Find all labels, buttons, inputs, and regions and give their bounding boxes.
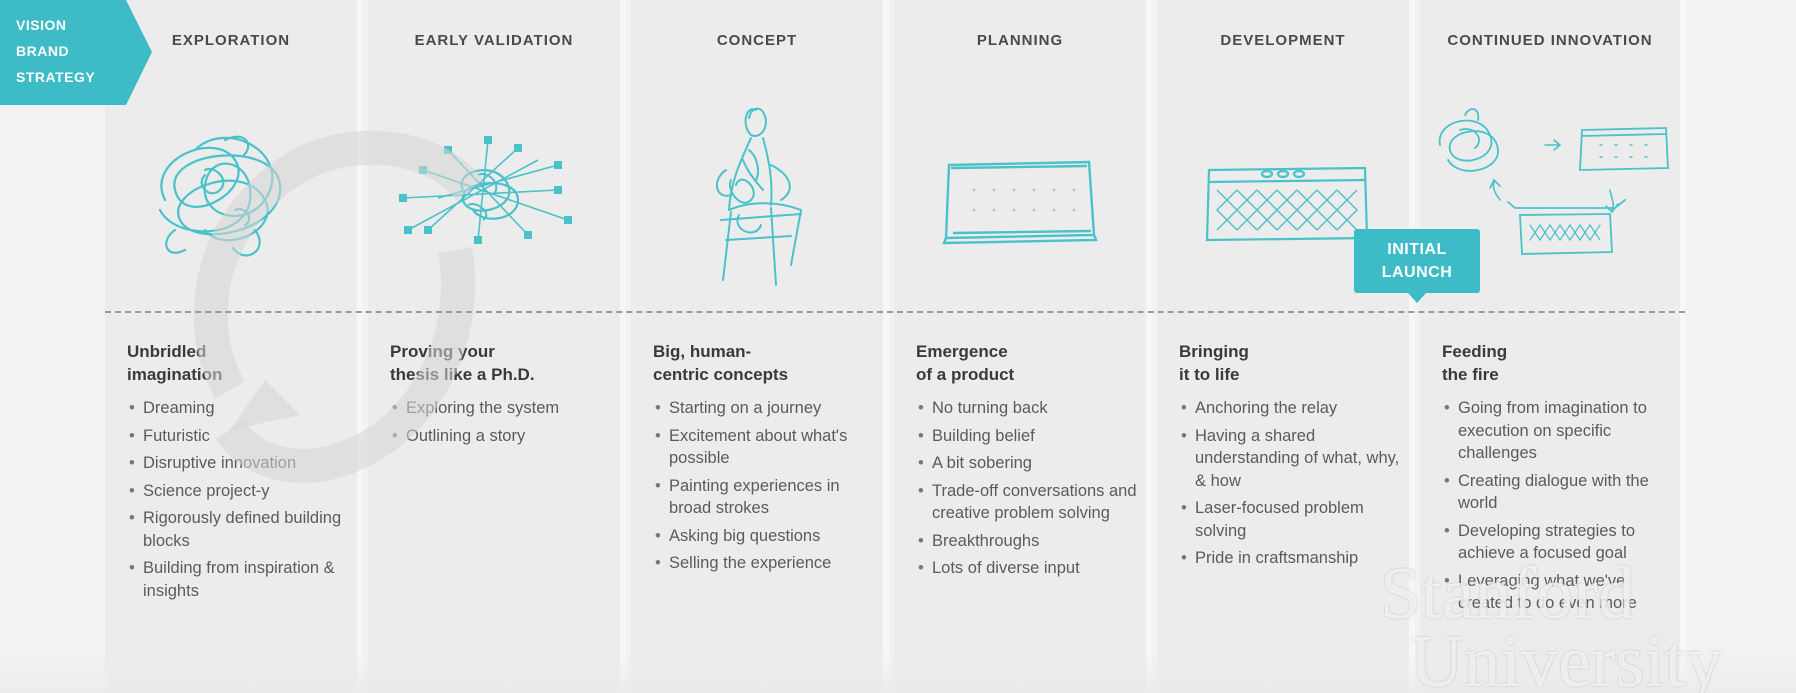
bullet-item: Anchoring the relay	[1179, 397, 1404, 420]
bullet-item: Science project-y	[127, 480, 352, 503]
banner-line: BRAND	[16, 43, 70, 59]
bullet-item: Trade-off conversations and creative pro…	[916, 480, 1141, 525]
phase-heading: Big, human- centric concepts	[653, 340, 873, 386]
launch-line: LAUNCH	[1381, 264, 1453, 281]
bullet-item: Excitement about what's possible	[653, 425, 878, 470]
phase-heading-line: of a product	[916, 365, 1015, 384]
bullet-item: A bit sobering	[916, 452, 1141, 475]
phase-heading-line: it to life	[1179, 365, 1240, 384]
bullet-item: Pride in craftsmanship	[1179, 547, 1404, 570]
bullet-item: Selling the experience	[653, 552, 878, 575]
phase-column-exploration: EXPLORATION Unbridled imagination Dreami…	[105, 0, 363, 693]
phase-title: EXPLORATION	[171, 32, 291, 49]
bullet-item: Asking big questions	[653, 525, 878, 548]
phase-heading-line: Bringing	[1179, 342, 1249, 361]
phase-bullets: Dreaming Futuristic Disruptive innovatio…	[127, 397, 352, 607]
bullet-item: Laser-focused problem solving	[1179, 497, 1404, 542]
phase-bullets: Anchoring the relay Having a shared unde…	[1179, 397, 1404, 575]
bullet-item: No turning back	[916, 397, 1141, 420]
phase-title: PLANNING	[976, 32, 1064, 49]
bullet-item: Leveraging what we've created to do even…	[1442, 570, 1667, 615]
banner-label: VISION BRAND STRATEGY	[16, 12, 95, 90]
phase-heading-line: centric concepts	[653, 365, 789, 384]
phase-heading: Unbridled imagination	[127, 340, 347, 386]
bullet-item: Having a shared understanding of what, w…	[1179, 425, 1404, 493]
phase-heading-line: the fire	[1442, 365, 1499, 384]
bullet-item: Creating dialogue with the world	[1442, 470, 1667, 515]
bullet-item: Painting experiences in broad strokes	[653, 475, 878, 520]
phase-heading-line: Feeding	[1442, 342, 1508, 361]
phase-bullets: Starting on a journey Excitement about w…	[653, 397, 878, 580]
bullet-item: Futuristic	[127, 425, 352, 448]
bottom-fade	[0, 653, 1796, 693]
bullet-item: Developing strategies to achieve a focus…	[1442, 520, 1667, 565]
phase-column-continued-innovation: CONTINUED INNOVATION Feeding the fire Go…	[1420, 0, 1686, 693]
phase-title: DEVELOPMENT	[1220, 32, 1346, 49]
banner-line: STRATEGY	[16, 69, 96, 85]
bullet-item: Starting on a journey	[653, 397, 878, 420]
bullet-item: Building belief	[916, 425, 1141, 448]
bullet-item: Lots of diverse input	[916, 557, 1141, 580]
phase-heading-line: Emergence	[916, 342, 1008, 361]
phase-title: CONCEPT	[716, 32, 798, 49]
bullet-item: Breakthroughs	[916, 530, 1141, 553]
phase-bullets: No turning back Building belief A bit so…	[916, 397, 1141, 585]
bullet-item: Going from imagination to execution on s…	[1442, 397, 1667, 465]
speaker-box-icon	[942, 160, 1098, 245]
network-scribble-icon	[399, 136, 572, 244]
vision-brand-strategy-banner	[0, 0, 152, 105]
initial-launch-badge: INITIAL LAUNCH	[1354, 229, 1480, 303]
phase-heading: Bringing it to life	[1179, 340, 1399, 386]
phase-column-early-validation: EARLY VALIDATION Proving your thesis lik…	[368, 0, 626, 693]
cycle-arrow-icon	[193, 130, 484, 483]
phase-heading-line: Big, human-	[653, 342, 752, 361]
bullet-item: Dreaming	[127, 397, 352, 420]
innovation-cycle-icon	[1439, 108, 1669, 255]
launch-line: INITIAL	[1387, 241, 1447, 258]
banner-line: VISION	[16, 17, 67, 33]
phase-title: EARLY VALIDATION	[414, 32, 574, 49]
phase-heading-line: imagination	[127, 365, 223, 384]
phase-heading-line: Unbridled	[127, 342, 207, 361]
phase-bullets: Going from imagination to execution on s…	[1442, 397, 1667, 620]
phase-heading: Emergence of a product	[916, 340, 1136, 386]
bullet-item: Building from inspiration & insights	[127, 557, 352, 602]
bullet-item: Rigorously defined building blocks	[127, 507, 352, 552]
phase-column-concept: CONCEPT Big, human- centric concepts Sta…	[631, 0, 889, 693]
phase-column-planning: PLANNING Emergence of a product No turni…	[894, 0, 1152, 693]
phase-column-development: DEVELOPMENT Bringing it to life Anchorin…	[1157, 0, 1415, 693]
sitting-figure-icon	[716, 107, 803, 286]
phase-heading: Feeding the fire	[1442, 340, 1662, 386]
phase-title: CONTINUED INNOVATION	[1447, 32, 1653, 49]
timeline-divider	[105, 311, 1685, 313]
